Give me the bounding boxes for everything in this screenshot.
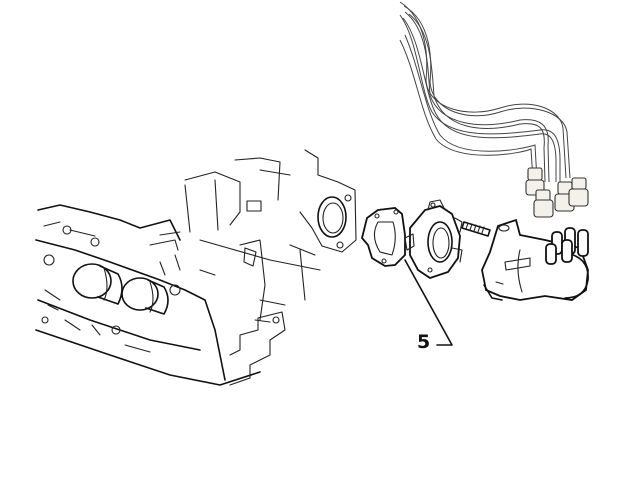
stud <box>461 221 491 237</box>
cylinder-head <box>35 149 357 386</box>
spark-plug-boots <box>525 167 589 218</box>
distributor-flange <box>404 199 463 279</box>
callout-5-leader <box>404 259 453 346</box>
distributor <box>481 218 589 301</box>
ht-leads <box>399 1 571 183</box>
gasket <box>361 207 406 267</box>
callout-number-5: 5 <box>417 331 431 353</box>
